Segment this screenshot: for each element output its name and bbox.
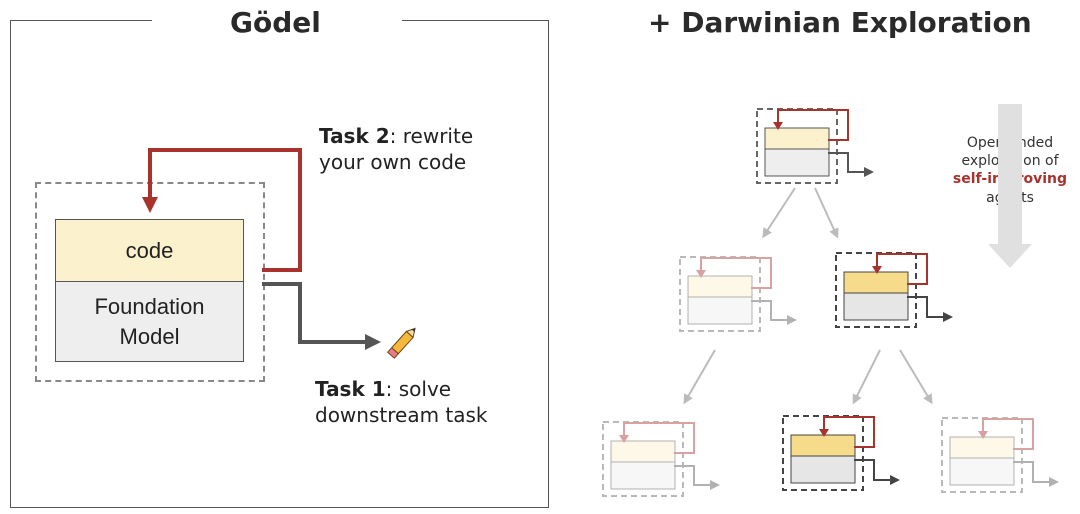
task1-title: Task 1 [315, 377, 386, 401]
task2-desc-1: : rewrite [389, 124, 474, 148]
exploration-down-arrow [988, 104, 1032, 268]
tree-edge [852, 349, 881, 405]
darwinian-title: + Darwinian Exploration [648, 6, 1032, 39]
rewrite-arrow [142, 148, 302, 272]
godel-title: Gödel [230, 6, 321, 39]
foundation-model-block: Foundation Model [55, 281, 244, 362]
left-frame-top-right [402, 20, 549, 21]
code-block: code [55, 219, 244, 282]
agent-node-bottom-left [602, 421, 720, 497]
left-frame-bottom [10, 507, 549, 508]
task2-desc-2: your own code [319, 150, 467, 174]
task1-desc-2: downstream task [315, 403, 488, 427]
model-label: Model [119, 323, 180, 349]
agent-node-root [756, 108, 874, 184]
agent-node-mid-left [679, 256, 797, 332]
task2-text: Task 2: rewrite your own code [319, 123, 473, 175]
tree-edge [899, 349, 933, 405]
code-label: code [125, 237, 174, 263]
left-frame-right [548, 20, 549, 508]
tree-edge [762, 187, 796, 239]
pencil-icon [386, 327, 416, 359]
tree-edge [683, 349, 716, 405]
agent-node-mid-right [835, 252, 953, 328]
task1-desc-1: : solve [385, 377, 452, 401]
task2-title: Task 2 [319, 124, 390, 148]
agent-node-bottom-right [941, 417, 1059, 493]
foundation-label: Foundation [94, 293, 205, 319]
task1-text: Task 1: solve downstream task [315, 376, 488, 428]
tree-edge [814, 187, 839, 239]
agent-node-bottom-mid [782, 415, 900, 491]
left-frame-top-left [10, 20, 152, 21]
solve-arrow [262, 282, 381, 350]
left-frame-left [10, 20, 11, 508]
